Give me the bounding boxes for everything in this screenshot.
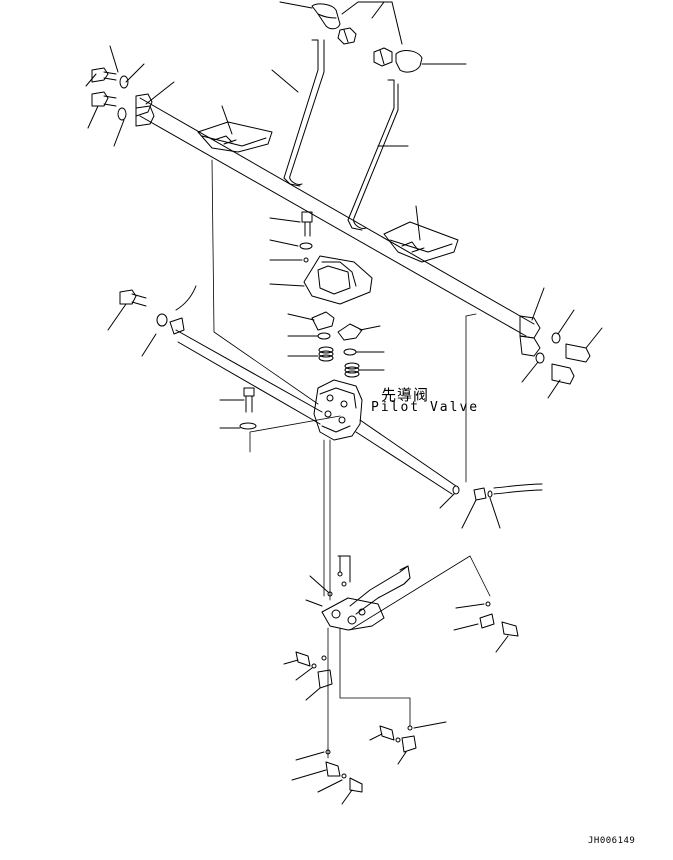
boot-left xyxy=(197,105,273,153)
manifold-block xyxy=(321,565,411,631)
manifold-routing xyxy=(327,555,491,759)
bolt-left-upper xyxy=(85,45,119,87)
small-ball xyxy=(269,257,309,263)
drawing-code: JH006149 xyxy=(588,836,636,846)
spring-left xyxy=(287,346,334,362)
bracket-left-leader xyxy=(145,81,175,105)
pilot-valve-label-japanese: 先導阀 xyxy=(381,386,430,404)
spring-right xyxy=(344,362,385,378)
bolt-right-lower xyxy=(547,363,575,399)
bolt-right-upper xyxy=(565,327,603,363)
washer-frame-left xyxy=(156,313,168,327)
manifold-small-parts xyxy=(305,555,351,607)
left-lever xyxy=(271,39,325,187)
fitting-bottom xyxy=(291,749,363,805)
hose-right xyxy=(493,483,543,495)
bolt-frame-left xyxy=(107,289,147,331)
bolt-center xyxy=(269,211,313,237)
plate-piece-right xyxy=(337,323,381,341)
cover-plate xyxy=(269,255,373,305)
pilot-valve-body xyxy=(313,379,363,441)
right-lever xyxy=(347,79,409,231)
cable-bracket xyxy=(141,285,197,357)
right-knob-nut xyxy=(373,47,393,67)
bolt-valve-mount xyxy=(219,387,255,413)
left-knob xyxy=(279,1,341,30)
knob-leader xyxy=(341,1,403,45)
washer-valve-mount xyxy=(219,422,257,430)
washer-left-upper xyxy=(119,63,145,89)
fitting-lower-left xyxy=(283,651,333,701)
left-knob-nut xyxy=(337,27,357,45)
bracket-right-leader xyxy=(531,287,545,321)
washer-center xyxy=(269,239,313,250)
washer-right-lower xyxy=(521,352,545,383)
washer-left-lower xyxy=(113,107,127,147)
lower-frame-rail xyxy=(175,329,460,509)
spring-small-right xyxy=(343,348,385,356)
routing-lines xyxy=(211,159,477,601)
o-ring-right xyxy=(487,490,501,529)
boot-right xyxy=(383,205,459,263)
fitting-manifold-right xyxy=(453,601,519,653)
fitting-lower-middle xyxy=(369,721,447,765)
upper-frame-rail xyxy=(135,93,541,357)
spring-small-left xyxy=(287,332,331,340)
pilot-valve-label-english: Pilot Valve xyxy=(371,400,480,415)
right-knob xyxy=(395,50,467,73)
fitting-right xyxy=(461,487,487,529)
washer-right-upper xyxy=(551,309,575,344)
plate-piece-left xyxy=(287,311,335,331)
bolt-left-lower xyxy=(87,91,117,129)
